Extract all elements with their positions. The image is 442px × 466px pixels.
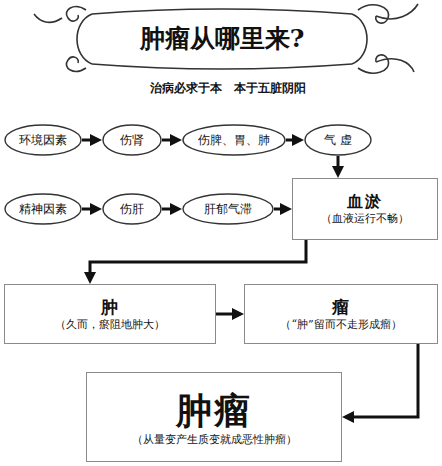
node-heading: 精神因素 [19, 202, 67, 217]
node-note: （血液运行不畅） [321, 212, 409, 226]
process-box: 血淤（血液运行不畅） [292, 178, 438, 240]
flow-arrow [162, 139, 177, 142]
state-ellipse: 气 虚 [304, 124, 372, 156]
flow-arrow [162, 208, 177, 211]
flow-arrow [82, 208, 97, 211]
node-heading: 伤肾 [120, 133, 144, 148]
flow-arrow [337, 156, 340, 173]
diagram-title: 肿瘤从哪里来? [96, 22, 348, 55]
flow-arrow [347, 344, 418, 417]
cause-ellipse: 环境因素 [4, 124, 82, 156]
node-heading: 伤脾、胃、肺 [198, 133, 270, 148]
flow-arrow [286, 139, 299, 142]
flow-arrow [82, 139, 97, 142]
state-ellipse: 肝郁气滞 [182, 193, 274, 225]
result-box: 肿瘤（从量变产生质变就成恶性肿瘤） [86, 372, 342, 462]
node-heading: 肝郁气滞 [204, 202, 252, 217]
node-heading: 血淤 [347, 192, 383, 212]
flow-arrow [274, 208, 287, 211]
flow-arrow [216, 313, 239, 316]
motto-label: 治病必求于本 本于五脏阴阳 [150, 80, 306, 97]
process-box: 肿（久而，瘀阻地肿大） [4, 284, 216, 344]
node-heading: 伤肝 [120, 202, 144, 217]
node-heading: 气 虚 [324, 133, 352, 148]
node-note: （从量变产生质变就成恶性肿瘤） [132, 433, 297, 447]
cause-ellipse: 精神因素 [4, 193, 82, 225]
node-heading: 瘤 [332, 297, 351, 318]
node-note: （“肿”留而不走形成瘤） [280, 318, 401, 332]
node-heading: 肿 [101, 297, 120, 318]
ornament [34, 4, 418, 73]
organ-ellipse: 伤脾、胃、肺 [182, 124, 286, 156]
node-note: （久而，瘀阻地肿大） [55, 318, 165, 332]
node-heading: 肿瘤 [176, 388, 252, 433]
organ-ellipse: 伤肝 [102, 193, 162, 225]
process-box: 瘤（“肿”留而不走形成瘤） [244, 284, 438, 344]
organ-ellipse: 伤肾 [102, 124, 162, 156]
node-heading: 环境因素 [19, 133, 67, 148]
flow-arrow [90, 240, 306, 279]
